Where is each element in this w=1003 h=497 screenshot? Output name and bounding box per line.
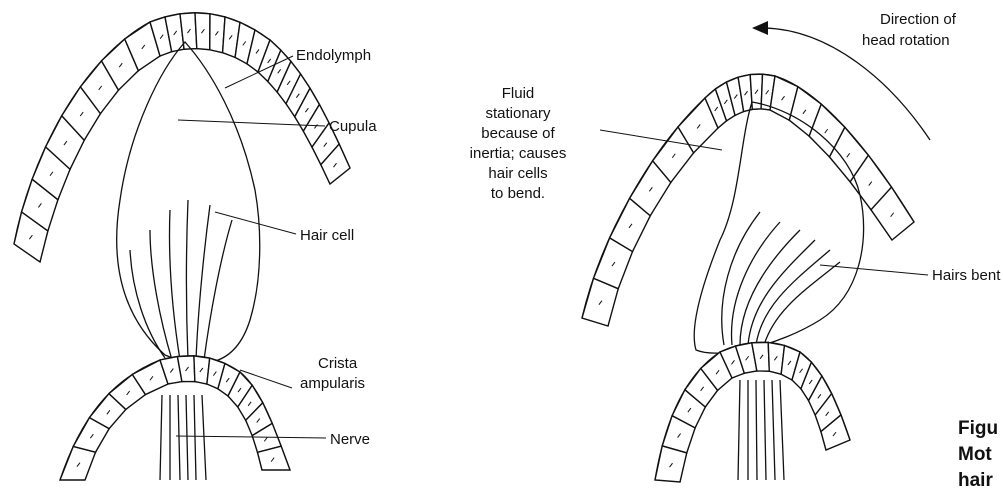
label-fluid-line: to bend.: [491, 185, 545, 202]
nerve-fiber: [764, 380, 766, 480]
nerve-fiber: [772, 380, 775, 480]
label-fluid-block: Fluid stationary because of inertia; cau…: [470, 85, 567, 202]
caption-line1: Figu: [958, 418, 998, 439]
hair-cell-stereocilia: [130, 250, 165, 358]
leader-hairs-bent: [820, 265, 928, 275]
left-hair-cells: [130, 200, 232, 360]
nerve-fiber: [186, 395, 188, 480]
nerve-fiber: [756, 380, 757, 480]
nerve-fiber: [738, 380, 740, 480]
left-crista-cells: [60, 356, 290, 480]
hair-cell-stereocilia: [150, 230, 172, 360]
label-fluid-line: inertia; causes: [470, 145, 567, 162]
label-fluid-line: because of: [481, 125, 555, 142]
label-fluid-line: Fluid: [502, 85, 535, 102]
caption-line2: Mot: [958, 444, 992, 465]
label-fluid-line: stationary: [485, 105, 551, 122]
right-crista-wall: [655, 342, 850, 482]
bent-hair: [722, 212, 760, 345]
label-hairs-bent: Hairs bent: [932, 267, 1001, 284]
nerve-fiber: [194, 395, 196, 480]
label-hair-cell: Hair cell: [300, 227, 354, 244]
nerve-fiber: [160, 395, 162, 480]
label-endolymph: Endolymph: [296, 47, 371, 64]
bent-hair: [756, 250, 830, 345]
figure-caption: Figu Mot hair: [958, 418, 998, 491]
hair-cell-stereocilia: [169, 210, 180, 360]
hair-cell-stereocilia: [187, 200, 189, 360]
right-nerve-fibers: [738, 380, 784, 480]
nerve-fiber: [178, 395, 180, 480]
left-crista-wall: [60, 356, 290, 480]
right-wall-cells: [582, 74, 914, 326]
rotation-arrow-head: [752, 21, 768, 35]
hair-cell-stereocilia: [204, 220, 232, 360]
leader-hair-cell: [215, 212, 296, 234]
nerve-fiber: [202, 395, 206, 480]
bent-hair: [740, 230, 800, 345]
right-crista-cells: [655, 342, 850, 482]
label-direction-line1: Direction of: [880, 11, 957, 28]
label-crista-line1: Crista: [318, 355, 358, 372]
left-panel: Endolymph Cupula Hair cell Crista ampula…: [14, 13, 377, 480]
label-nerve: Nerve: [330, 431, 370, 448]
label-direction-line2: head rotation: [862, 32, 950, 49]
leader-nerve: [176, 436, 326, 438]
label-cupula: Cupula: [329, 118, 377, 135]
label-crista-line2: ampularis: [300, 375, 365, 392]
left-nerve-fibers: [160, 395, 206, 480]
caption-line3: hair: [958, 470, 993, 491]
right-ampulla-wall: [582, 74, 914, 326]
right-bent-hairs: [722, 212, 840, 345]
label-fluid-line: hair cells: [488, 165, 547, 182]
nerve-fiber: [780, 380, 784, 480]
right-panel: Direction of head rotation Fluid station…: [470, 11, 1002, 482]
